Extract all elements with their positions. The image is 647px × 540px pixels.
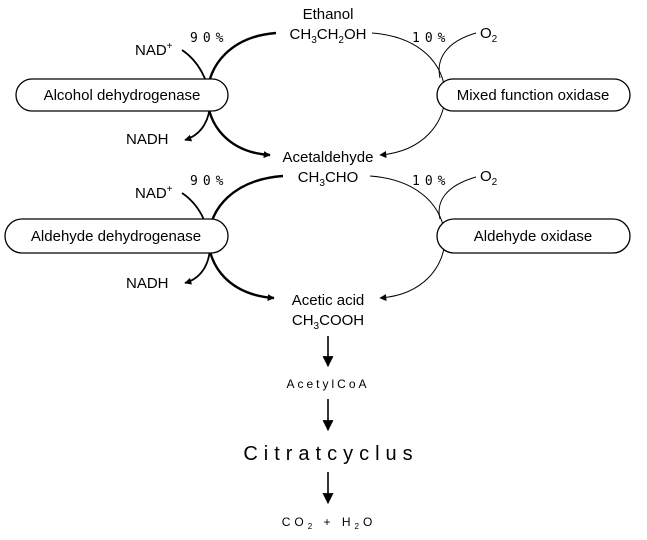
percent-label-left-bottom: 90% — [190, 174, 228, 189]
ethanol-to-acetaldehyde-right-arrow — [371, 32, 446, 158]
percent-label-right-top: 10% — [412, 31, 450, 46]
percent-label-left-top: 90% — [190, 31, 228, 46]
percent-label-right-bottom: 10% — [412, 174, 450, 189]
nad-label-bottom: NAD+ — [135, 184, 173, 202]
o2-branch-top — [438, 32, 477, 79]
acetaldehyde-formula: CH3CHO — [298, 169, 359, 189]
ethanol-name: Ethanol — [303, 6, 354, 23]
o2-label-bottom: O2 — [480, 168, 498, 188]
acetaldehyde-name: Acetaldehyde — [283, 149, 374, 166]
end-products-label: CO2 + H2O — [282, 515, 377, 531]
alcohol-dehydrogenase-label: Alcohol dehydrogenase — [44, 87, 201, 104]
nad-label-top: NAD+ — [135, 41, 173, 59]
ethanol-formula: CH3CH2OH — [290, 26, 367, 46]
nadh-label-top: NADH — [126, 131, 169, 148]
alcohol-dehydrogenase-box: Alcohol dehydrogenase — [15, 78, 229, 112]
aldehyde-dehydrogenase-box: Aldehyde dehydrogenase — [4, 218, 229, 254]
mixed-function-oxidase-box: Mixed function oxidase — [436, 78, 631, 112]
acetic-acid-formula: CH3COOH — [292, 312, 364, 332]
acetic-acid-name: Acetic acid — [292, 292, 365, 309]
o2-branch-bottom — [438, 176, 477, 220]
citrate-cycle-label: Citratcyclus — [243, 443, 418, 465]
aldehyde-oxidase-label: Aldehyde oxidase — [474, 228, 592, 245]
acetaldehyde-to-acetic-right-arrow — [369, 175, 446, 302]
acetylcoa-label: AcetylCoA — [286, 377, 369, 391]
aldehyde-oxidase-box: Aldehyde oxidase — [436, 218, 631, 254]
nadh-label-bottom: NADH — [126, 275, 169, 292]
aldehyde-dehydrogenase-label: Aldehyde dehydrogenase — [31, 228, 201, 245]
o2-label-top: O2 — [480, 25, 498, 45]
mixed-function-oxidase-label: Mixed function oxidase — [457, 87, 610, 104]
